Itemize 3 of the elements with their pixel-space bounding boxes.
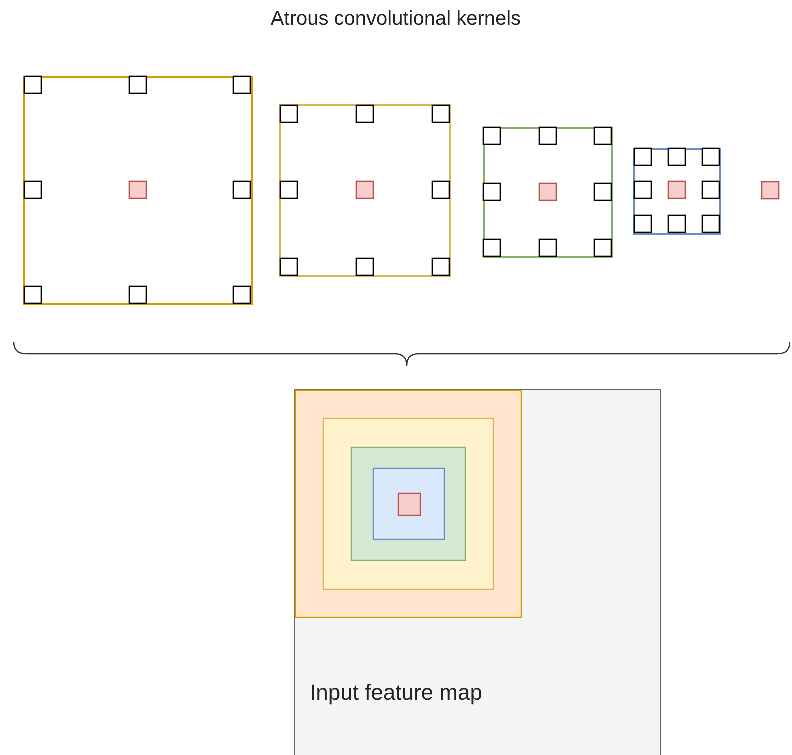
feature-map-box <box>294 389 661 755</box>
feature-map-label: Input feature map <box>310 680 482 706</box>
diagram-title: Atrous convolutional kernels <box>270 8 522 31</box>
